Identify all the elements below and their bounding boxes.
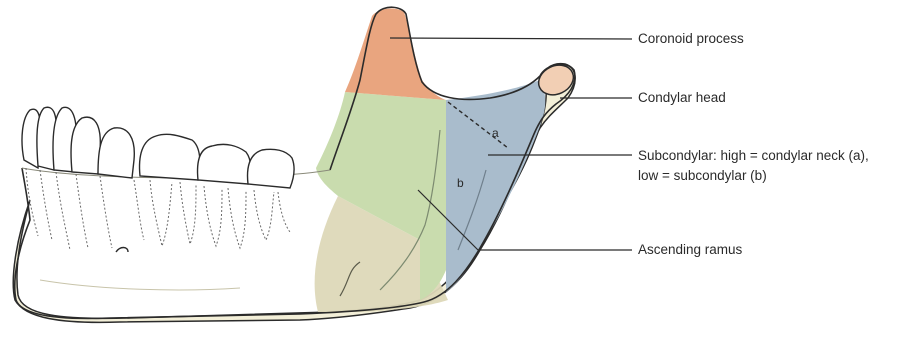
label-subcondylar-line1: Subcondylar: high = condylar neck (a), <box>638 146 869 166</box>
label-subcondylar-line2: low = subcondylar (b) <box>638 166 869 186</box>
coronoid-region <box>345 9 446 100</box>
label-ascending-ramus: Ascending ramus <box>638 240 742 260</box>
tooth-molar-3 <box>248 149 295 188</box>
label-subcondylar: Subcondylar: high = condylar neck (a), l… <box>638 146 869 186</box>
tooth-molar-1 <box>140 134 200 180</box>
leader-coronoid <box>390 38 632 39</box>
marker-b: b <box>457 176 464 190</box>
mental-foramen <box>116 248 128 253</box>
lower-border-ridge <box>40 280 240 290</box>
tooth-molar-2 <box>198 144 251 184</box>
tooth-premolar-1 <box>71 117 100 174</box>
marker-a: a <box>492 126 499 140</box>
label-condylar-head: Condylar head <box>638 88 726 108</box>
tooth-premolar-2 <box>98 128 134 178</box>
label-coronoid-process: Coronoid process <box>638 29 744 49</box>
teeth <box>22 107 294 188</box>
